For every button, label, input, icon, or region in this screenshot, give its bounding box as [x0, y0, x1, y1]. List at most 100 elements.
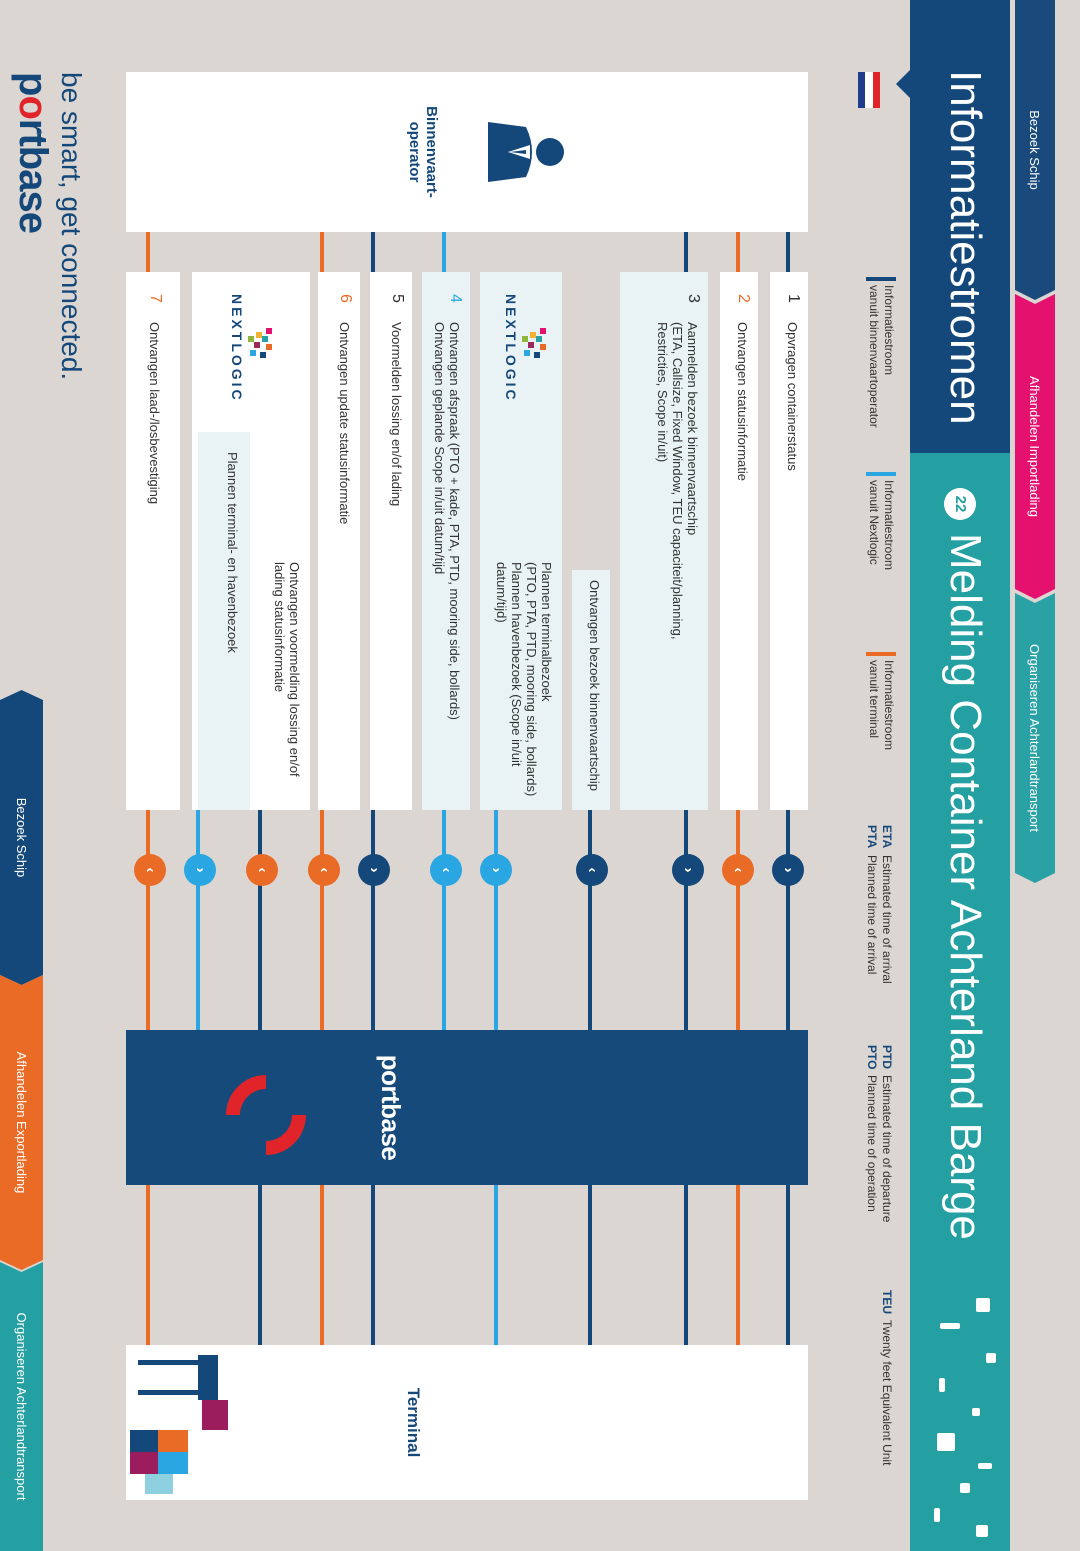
arrow-left-icon: ‹	[430, 854, 462, 886]
decor-square	[976, 1298, 990, 1312]
arrow-left-icon: ‹	[246, 854, 278, 886]
decor-bar	[940, 1323, 960, 1329]
abbr-key: PTD	[880, 1045, 894, 1069]
decor-square	[976, 1525, 988, 1537]
legend-label: Informatiestroom	[882, 480, 896, 571]
decor-square	[937, 1433, 955, 1451]
legend-binnenvaart: Informatiestroom vanuit binnenvaartopera…	[866, 277, 896, 428]
step-number: 1	[785, 294, 802, 303]
decor-bar	[978, 1463, 992, 1469]
legend-label: vanuit Nextlogic	[867, 480, 881, 565]
step-text: Ontvangen afspraak (PTO + kade, PTA, PTD…	[432, 322, 462, 721]
header-melding: 22 Melding Container Achterland Barge	[910, 453, 1010, 1551]
step-number: 7	[147, 294, 164, 303]
legend-swatch	[866, 652, 896, 656]
phase-ribbon-organiseren-achterlandtransport: Organiseren Achterlandtransport	[1015, 593, 1055, 883]
step-text: Ontvangen laad-/losbevestiging	[147, 322, 162, 505]
legend-nextlogic: Informatiestroom vanuit Nextlogic	[866, 472, 896, 571]
footer-phase-afhandelen-exportlading: Afhandelen Exportlading	[0, 975, 43, 1270]
operator-person-icon	[488, 122, 564, 182]
portbase-label: portbase	[376, 1054, 406, 1161]
crane-containers-icon	[130, 1355, 228, 1494]
step-text: Plannen terminalbezoek (PTO, PTA, PTD, m…	[494, 562, 554, 797]
arrow-right-icon: ›	[772, 854, 804, 886]
arrow-right-icon: ›	[358, 854, 390, 886]
arrow-right-icon: ›	[184, 854, 216, 886]
step-number: 6	[337, 294, 354, 303]
arrow-left-icon: ‹	[134, 854, 166, 886]
abbr-text: Estimated time of departure	[880, 1075, 894, 1223]
abbr-text: Twenty feet Equivalent Unit	[880, 1320, 894, 1466]
step-row-7: 7 Ontvangen laad-/losbevestiging	[126, 272, 180, 810]
page-title: Melding Container Achterland Barge	[941, 533, 990, 1240]
header-informatiestromen: Informatiestromen	[896, 0, 1010, 453]
logo-part: p	[11, 72, 55, 96]
abbr-key: PTO	[865, 1045, 879, 1070]
legend-swatch	[866, 277, 896, 281]
step-text: Ontvangen statusinformatie	[735, 322, 750, 481]
portbase-ring-icon	[209, 1058, 323, 1172]
logo-part: rtbase	[11, 118, 55, 233]
abbr-text: Planned time of operation	[865, 1075, 879, 1212]
nextlogic-mosaic-icon	[522, 328, 546, 358]
header-pointer	[896, 70, 910, 98]
footer-phase-organiseren-achterlandtransport: Organiseren Achterlandtransport	[0, 1262, 43, 1551]
logo-part: o	[11, 95, 55, 119]
legend-label: Informatiestroom	[882, 285, 896, 376]
terminal-label: Terminal	[404, 1387, 423, 1458]
substep-voormelding-group: NEXTLOGIC Ontvangen voormelding lossing …	[192, 272, 310, 810]
abbr-text: Estimated time of arrival	[880, 855, 894, 984]
step-text: Ontvangen bezoek binnenvaartschip	[587, 580, 602, 792]
binnenvaart-operator-box: Binnenvaart- operator	[126, 72, 808, 232]
legend-swatch	[866, 472, 896, 476]
nextlogic-wordmark: NEXTLOGIC	[229, 294, 245, 403]
abbr-group-3: TEUTwenty feet Equivalent Unit	[879, 1290, 894, 1465]
flow-line-6c	[196, 810, 200, 1030]
process-number-badge: 22	[944, 488, 976, 520]
decor-bar	[934, 1508, 940, 1522]
legend-terminal: Informatiestroom vanuit terminal	[866, 652, 896, 751]
step-row-6: 6 Ontvangen update statusinformatie	[318, 272, 360, 810]
nextlogic-logo: NEXTLOGIC	[222, 294, 274, 424]
portbase-footer-logo: portbase	[10, 72, 55, 233]
binnenvaart-label: Binnenvaart- operator	[406, 92, 440, 212]
step-row-3: 3 Aanmelden bezoek binnenvaartschip (ETA…	[620, 272, 708, 810]
step-text: Aanmelden bezoek binnenvaartschip (ETA, …	[655, 322, 700, 640]
step-number: 5	[389, 294, 406, 303]
decor-bar	[939, 1378, 945, 1392]
arrow-left-icon: ‹	[308, 854, 340, 886]
substep-plannen-group: NEXTLOGIC Plannen terminalbezoek (PTO, P…	[480, 272, 562, 810]
step-row-4: 4 Ontvangen afspraak (PTO + kade, PTA, P…	[422, 272, 470, 810]
arrow-right-icon: ›	[672, 854, 704, 886]
portbase-box: portbase	[126, 1030, 808, 1185]
phase-ribbon-afhandelen-importlading: Afhandelen Importlading	[1015, 294, 1055, 599]
arrow-right-icon: ›	[480, 854, 512, 886]
step-number: 3	[685, 294, 702, 303]
substep-ontvangen-bezoek: Ontvangen bezoek binnenvaartschip	[572, 570, 610, 810]
step-text: Ontvangen voormelding lossing en/of ladi…	[256, 432, 304, 810]
abbr-key: ETA	[880, 825, 894, 849]
abbr-text: Planned time of arrival	[865, 855, 879, 975]
step-text: Voormelden lossing en/of lading	[389, 322, 404, 507]
decor-square	[960, 1483, 970, 1493]
step-row-1: 1 Opvragen containerstatus	[770, 272, 808, 810]
binnenvaart-label-text: Binnenvaart- operator	[406, 106, 440, 198]
step-text: Ontvangen update statusinformatie	[337, 322, 352, 525]
phase-ribbon-bezoek-schip: Bezoek Schip	[1015, 0, 1055, 300]
step-row-2: 2 Ontvangen statusinformatie	[720, 272, 758, 810]
header-left-title: Informatiestromen	[941, 70, 990, 425]
step-number: 4	[447, 294, 464, 303]
decor-square	[986, 1353, 996, 1363]
legend-label: Informatiestroom	[882, 660, 896, 751]
french-flag-icon	[858, 72, 880, 108]
arrow-left-icon: ‹	[722, 854, 754, 886]
abbr-key: PTA	[865, 825, 879, 849]
nextlogic-wordmark: NEXTLOGIC	[503, 294, 519, 403]
arrow-left-icon: ‹	[576, 854, 608, 886]
footer-phase-bezoek-schip: Bezoek Schip	[0, 690, 43, 985]
abbr-group-2: PTD Estimated time of departure PTO Planne…	[864, 1045, 894, 1222]
legend-label: vanuit terminal	[867, 660, 881, 739]
step-text: Opvragen containerstatus	[785, 322, 800, 471]
nextlogic-logo: NEXTLOGIC	[496, 294, 548, 424]
